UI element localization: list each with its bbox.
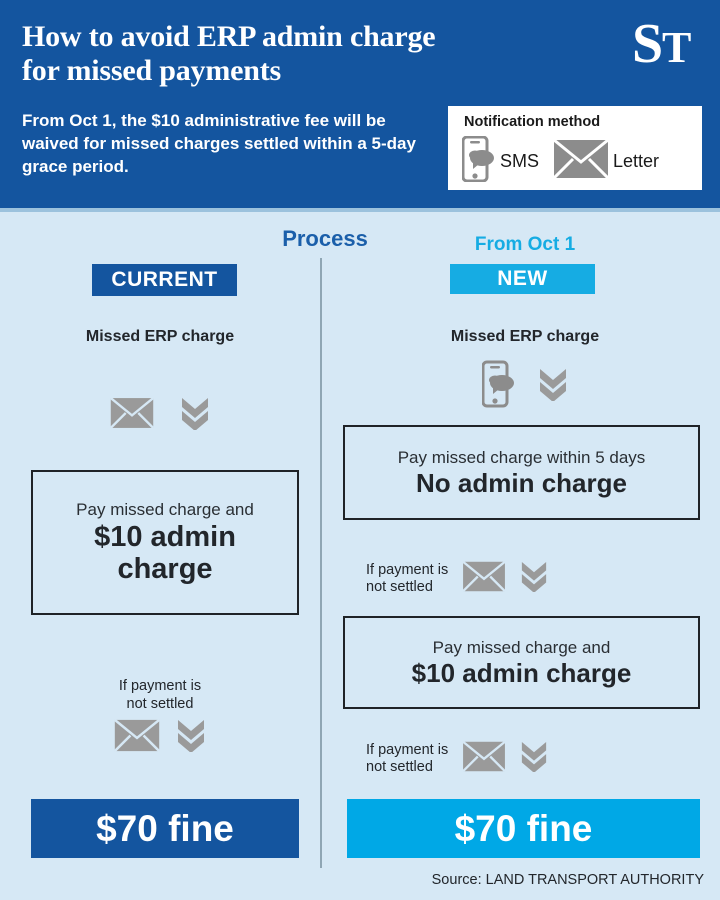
badge-new: NEW bbox=[450, 264, 595, 294]
process-heading: Process bbox=[282, 226, 368, 251]
new-outcome1-line1: Pay missed charge within 5 days bbox=[397, 448, 646, 468]
svg-text:T: T bbox=[662, 23, 691, 72]
new-note1-line1: If payment is bbox=[366, 562, 449, 579]
double-chevron-down-icon bbox=[538, 367, 568, 406]
new-column-eyebrow: From Oct 1 bbox=[474, 234, 576, 255]
new-note1-text: If payment is not settled bbox=[366, 562, 448, 594]
current-fine-banner: $70 fine bbox=[31, 799, 299, 858]
legend-label-sms: SMS bbox=[500, 150, 540, 171]
letter-envelope-icon bbox=[462, 740, 506, 777]
new-note2-line2: not settled bbox=[366, 758, 433, 775]
double-chevron-down-icon bbox=[180, 396, 210, 435]
new-note2-text: If payment is not settled bbox=[366, 742, 448, 774]
new-note1-line2: not settled bbox=[366, 578, 433, 595]
source-credit: Source: LAND TRANSPORT AUTHORITY bbox=[431, 872, 704, 888]
legend-label-letter: Letter bbox=[613, 150, 660, 171]
new-outcome2-line1: Pay missed charge and bbox=[432, 638, 611, 658]
letter-envelope-icon bbox=[552, 138, 610, 184]
letter-envelope-icon bbox=[113, 718, 161, 757]
current-note-line1: If payment is bbox=[118, 678, 202, 694]
current-outcome-line1: Pay missed charge and bbox=[76, 500, 254, 520]
new-outcome-box-1: Pay missed charge within 5 days No admin… bbox=[343, 425, 700, 520]
new-notify-row bbox=[330, 360, 720, 413]
new-fine-banner: $70 fine bbox=[347, 799, 700, 858]
current-outcome-box: Pay missed charge and $10 admin charge bbox=[31, 470, 299, 615]
header-divider-rule bbox=[0, 208, 720, 212]
current-outcome-line3: charge bbox=[117, 553, 213, 586]
svg-text:S: S bbox=[632, 16, 663, 72]
new-outcome2-line2: $10 admin charge bbox=[411, 657, 632, 688]
double-chevron-down-icon bbox=[176, 718, 206, 757]
current-column-badge-wrap: CURRENT bbox=[92, 264, 237, 296]
new-column-badge-wrap: NEW bbox=[450, 264, 595, 294]
current-notify-row bbox=[0, 396, 320, 435]
header-banner: How to avoid ERP admin charge for missed… bbox=[0, 0, 720, 212]
legend-title: Notification method bbox=[464, 114, 601, 130]
new-step-heading: Missed ERP charge bbox=[450, 328, 600, 345]
notification-method-legend: Notification method SMS bbox=[446, 104, 704, 192]
current-step-heading: Missed ERP charge bbox=[85, 328, 235, 345]
double-chevron-down-icon bbox=[520, 560, 548, 597]
new-escalation-note-2: If payment is not settled bbox=[356, 740, 720, 777]
badge-current: CURRENT bbox=[92, 264, 237, 296]
letter-envelope-icon bbox=[109, 397, 155, 434]
page-title: How to avoid ERP admin charge for missed… bbox=[22, 20, 436, 87]
new-note2-line1: If payment is bbox=[366, 742, 449, 759]
legend-items: SMS Letter bbox=[461, 135, 702, 187]
new-escalation-note-1: If payment is not settled bbox=[356, 560, 720, 597]
new-outcome-box-2: Pay missed charge and $10 admin charge bbox=[343, 616, 700, 709]
sms-phone-icon bbox=[461, 135, 496, 187]
current-escalation-note: If payment is not settled bbox=[0, 678, 320, 757]
header-subtitle: From Oct 1, the $10 administrative fee w… bbox=[22, 111, 416, 176]
current-note-line2: not settled bbox=[126, 696, 194, 713]
current-escalation-icons bbox=[113, 718, 206, 757]
sms-phone-icon bbox=[481, 360, 516, 413]
new-outcome1-line2: No admin charge bbox=[416, 467, 627, 498]
double-chevron-down-icon bbox=[520, 740, 548, 777]
current-outcome-line2: $10 admin bbox=[94, 520, 236, 553]
letter-envelope-icon bbox=[462, 560, 506, 597]
column-divider bbox=[320, 258, 322, 868]
straits-times-logo: S T bbox=[632, 13, 706, 75]
